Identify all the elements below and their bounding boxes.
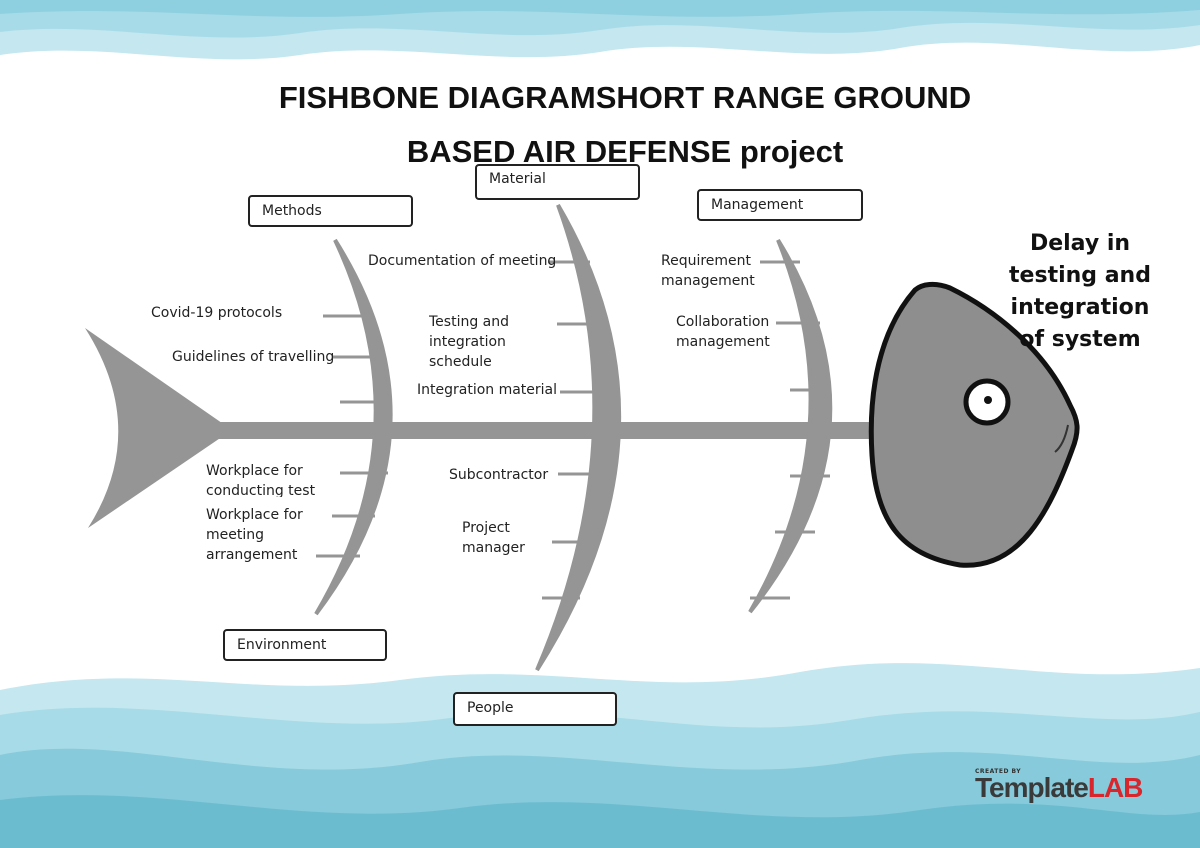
cause-line: Testing and [429,314,510,330]
bottom-wave-decoration [0,663,1200,848]
cause-line: conducting test [206,483,316,497]
brand-wordmark-part-1: Template [975,772,1089,803]
cause-line: management [676,334,770,350]
cause-project-manager: Project manager [462,518,525,558]
category-environment: Environment [223,629,387,661]
cause-subcontractor: Subcontractor [449,467,549,483]
small-bones-material [542,260,604,600]
fish-tail [85,328,232,528]
effect-line: testing and [1009,263,1151,288]
category-management: Management [697,189,863,221]
cause-guidelines-of-travelling: Guidelines of travelling [172,349,335,365]
cause-documentation-of-meeting: Documentation of meeting [368,253,557,269]
diagram-title-line-1: FISHBONE DIAGRAMSHORT RANGE GROUND [278,80,972,115]
rib-methods-environment [314,238,393,616]
small-bones-management [750,260,830,600]
cause-line: meeting [206,527,265,543]
created-by-label: CREATED BY [975,768,1022,775]
effect-line: integration [1010,295,1150,320]
top-wave-decoration [0,0,1200,60]
cause-line: Requirement [661,253,752,269]
category-methods: Methods [248,195,413,227]
templatelab-logo: CREATED BY TemplateLAB [975,768,1155,808]
cause-requirement-management: Requirement management [661,251,755,291]
brand-wordmark-part-2: LAB [1087,772,1144,803]
diagram-title-line-2: BASED AIR DEFENSE project [406,134,844,169]
cause-line: Workplace for [206,463,303,479]
cause-line: Workplace for [206,507,303,523]
category-material: Material [475,164,640,200]
cause-line: arrangement [206,547,298,563]
cause-testing-integration-schedule: Testing and integration schedule [429,312,509,367]
brand-wordmark: TemplateLAB [975,772,1144,804]
effect-line: of system [1019,327,1141,352]
cause-line: integration [429,334,506,350]
cause-line: schedule [429,354,492,367]
fish-head [868,281,1080,568]
rib-management [748,238,833,614]
cause-line: Collaboration [676,314,770,330]
cause-line: management [661,273,755,289]
cause-covid-protocols: Covid-19 protocols [151,305,283,321]
cause-line: Project [462,520,510,536]
effect-line: Delay in [1029,231,1131,256]
cause-integration-material: Integration material [417,382,558,398]
cause-line: manager [462,540,525,556]
effect-problem-statement: Delay in testing and integration of syst… [990,228,1170,356]
small-bones-methods [316,314,390,558]
fish-spine [210,422,880,439]
cause-workplace-conducting-test: Workplace for conducting test [206,461,315,497]
rib-material-people [535,203,622,672]
cause-collaboration-management: Collaboration management [676,312,770,352]
category-people: People [453,692,617,726]
cause-workplace-meeting-arrangement: Workplace for meeting arrangement [206,505,303,565]
